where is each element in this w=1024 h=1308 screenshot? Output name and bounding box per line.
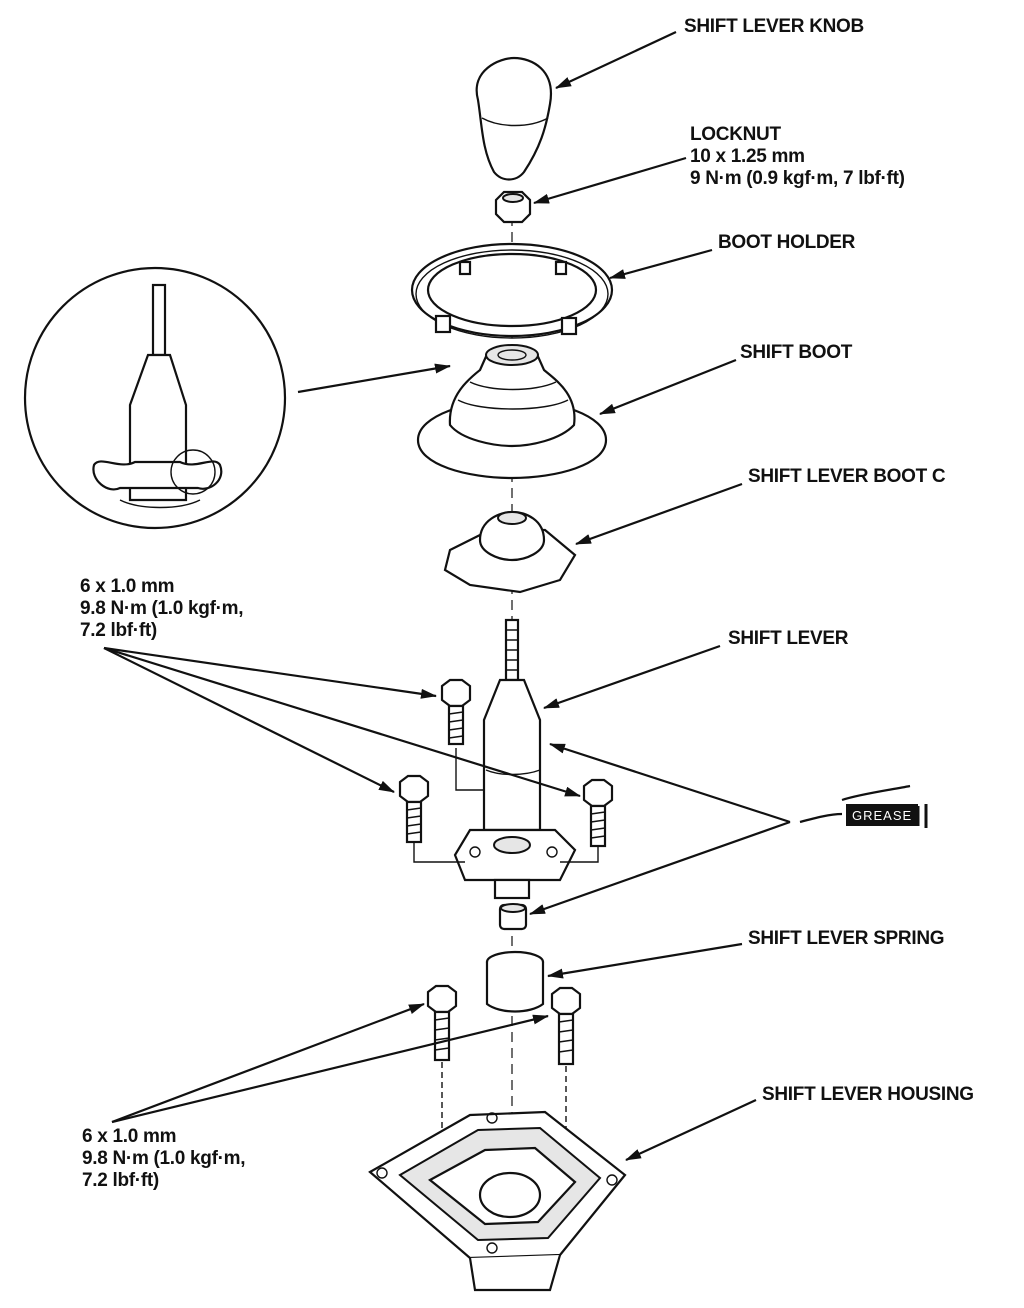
lower-bolt-torque-2: 7.2 lbf·ft) <box>82 1170 159 1191</box>
leader-bolt-2 <box>103 647 395 793</box>
label-shift-lever-spring: SHIFT LEVER SPRING <box>748 928 945 949</box>
leader-grease-2 <box>529 820 791 916</box>
bolt-lower-left <box>426 984 458 1062</box>
label-shift-lever-housing: SHIFT LEVER HOUSING <box>762 1084 974 1105</box>
label-shift-boot: SHIFT BOOT <box>740 342 853 363</box>
leader-housing <box>625 1099 757 1161</box>
shift-boot <box>416 344 608 480</box>
leader-shift-boot <box>599 358 737 416</box>
leader-boot-c <box>575 482 743 546</box>
shift-lever <box>453 618 577 900</box>
lower-bolt-torque-1: 9.8 N·m (1.0 kgf·m, <box>82 1148 246 1169</box>
label-locknut: LOCKNUT 10 x 1.25 mm 9 N·m (0.9 kgf·m, 7… <box>690 124 905 190</box>
shift-lever-spring <box>485 950 545 1013</box>
locknut <box>494 190 532 224</box>
grease-symbol: GREASE <box>799 784 928 828</box>
leader-bolt-1 <box>103 646 437 699</box>
label-shift-lever: SHIFT LEVER <box>728 628 849 649</box>
leader-inset <box>297 363 451 394</box>
locknut-size: 10 x 1.25 mm <box>690 146 805 167</box>
leader-boot-holder <box>609 248 713 280</box>
leader-shift-lever <box>543 644 721 710</box>
shift-lever-knob <box>475 56 553 181</box>
shift-lever-boot-c <box>443 510 577 594</box>
leader-lines <box>103 31 791 1161</box>
upper-bolt-torque-1: 9.8 N·m (1.0 kgf·m, <box>80 598 244 619</box>
leader-knob <box>555 31 677 89</box>
boot-holder <box>410 242 614 339</box>
detail-inset <box>23 266 287 530</box>
upper-bolt-torque-2: 7.2 lbf·ft) <box>80 620 157 641</box>
leader-spring <box>547 942 743 979</box>
locknut-torque: 9 N·m (0.9 kgf·m, 7 lbf·ft) <box>690 168 905 189</box>
bolt-upper-left-1 <box>440 678 472 746</box>
lower-bolt-size: 6 x 1.0 mm <box>82 1126 177 1147</box>
bolt-lower-right <box>550 986 582 1066</box>
leader-bolt-3 <box>103 646 581 798</box>
pivot-bushing <box>498 903 528 931</box>
bolt-upper-left-2 <box>398 774 430 844</box>
upper-bolt-size: 6 x 1.0 mm <box>80 576 175 597</box>
label-shift-lever-knob: SHIFT LEVER KNOB <box>684 16 864 37</box>
leader-lower-bolt-1 <box>111 1002 425 1124</box>
label-boot-holder: BOOT HOLDER <box>718 232 856 253</box>
label-upper-bolts-spec: 6 x 1.0 mm 9.8 N·m (1.0 kgf·m, 7.2 lbf·f… <box>80 576 244 642</box>
grease-text: GREASE <box>852 808 912 823</box>
label-shift-lever-boot-c: SHIFT LEVER BOOT C <box>748 466 946 487</box>
leader-grease-1 <box>549 742 791 824</box>
leader-lower-bolt-2 <box>111 1014 549 1124</box>
locknut-name: LOCKNUT <box>690 124 781 145</box>
leader-locknut <box>533 156 687 205</box>
bolt-upper-right <box>582 778 614 848</box>
shift-lever-housing <box>368 1110 627 1292</box>
label-lower-bolts-spec: 6 x 1.0 mm 9.8 N·m (1.0 kgf·m, 7.2 lbf·f… <box>82 1126 246 1192</box>
